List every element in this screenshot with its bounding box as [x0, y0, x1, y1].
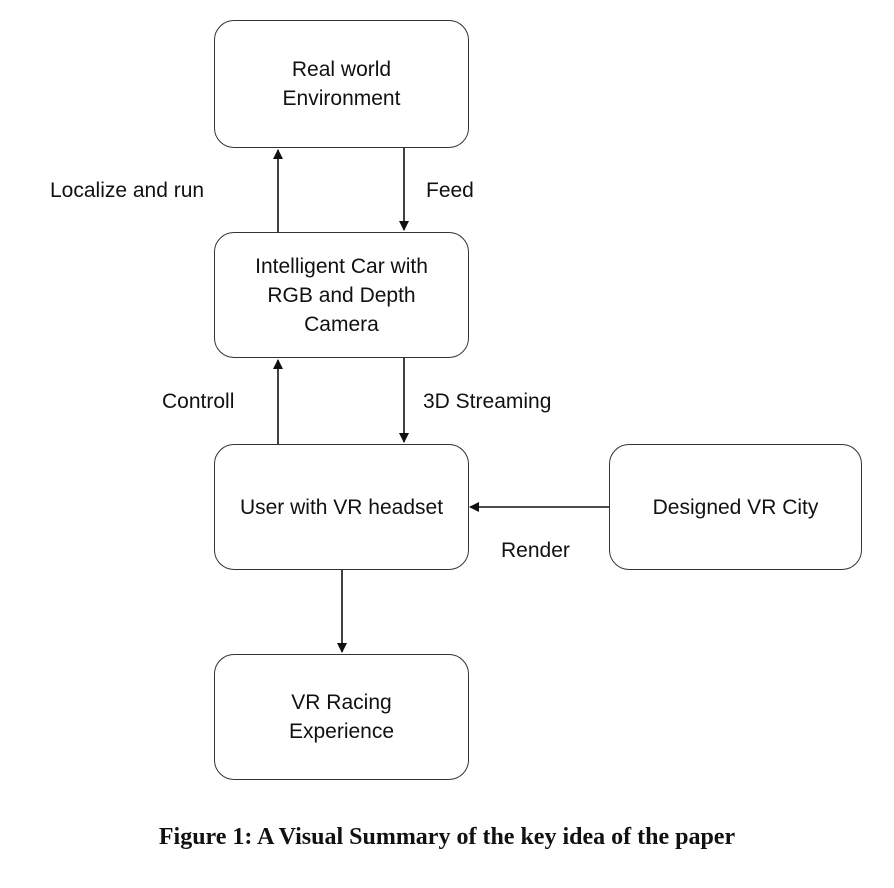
edge-label-feed: Feed — [426, 179, 474, 202]
node-label-line: Designed VR City — [652, 495, 819, 519]
node-label-line: Environment — [282, 87, 401, 110]
node-label-line: User with VR headset — [239, 495, 444, 519]
edge-label-control: Controll — [162, 390, 235, 413]
node-intelligent-car: Intelligent Car with RGB and Depth Camer… — [214, 232, 469, 358]
node-label-line: Experience — [288, 720, 395, 743]
edge-label-streaming: 3D Streaming — [423, 390, 552, 413]
node-real-world-environment: Real world Environment — [214, 20, 469, 148]
figure-caption: Figure 1: A Visual Summary of the key id… — [158, 824, 736, 850]
node-user-vr-headset: User with VR headset — [214, 444, 469, 570]
node-label-line: RGB and Depth — [267, 283, 416, 307]
node-label-line: Camera — [304, 312, 379, 336]
edge-label-localize: Localize and run — [50, 179, 205, 202]
node-label-line: Real world — [291, 58, 392, 81]
node-designed-vr-city: Designed VR City — [609, 444, 862, 570]
node-vr-racing-experience: VR Racing Experience — [214, 654, 469, 780]
edge-label-render: Render — [501, 539, 570, 562]
node-label-line: VR Racing — [291, 691, 392, 714]
node-label-line: Intelligent Car with — [255, 254, 428, 278]
